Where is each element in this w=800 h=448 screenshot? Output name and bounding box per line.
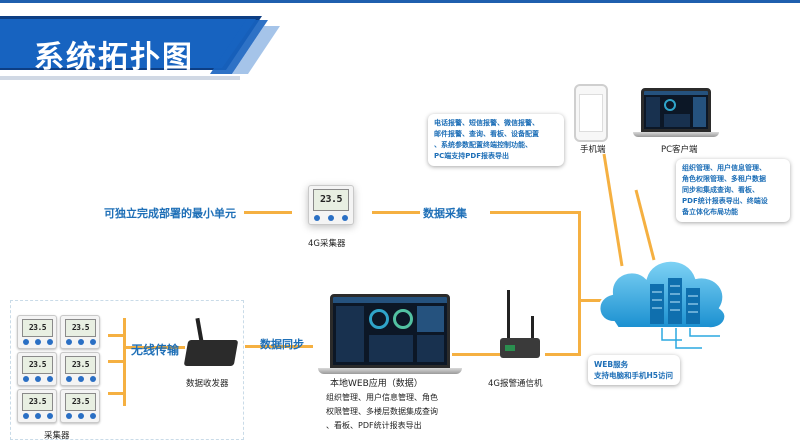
pc-client-laptop-screen	[641, 88, 711, 132]
connector-line	[452, 353, 500, 356]
deploy-unit-box	[10, 300, 244, 440]
bubble-line: PDF统计报表导出、终端设	[682, 197, 768, 205]
sensor-buttons	[23, 339, 53, 345]
independent-unit-label: 可独立完成部署的最小单元	[104, 207, 236, 220]
sensor-display: 23.5	[313, 189, 349, 211]
web-service-bubble: WEB服务 支持电脑和手机H5访问	[588, 355, 680, 385]
phone-screen	[579, 94, 603, 132]
sensor-display: 23.5	[65, 319, 96, 337]
sensor-buttons	[23, 376, 53, 382]
pc-client-laptop-base	[633, 132, 719, 137]
bracket-line	[108, 334, 126, 337]
collector-4g-device: 23.5	[308, 185, 354, 225]
data-sync-label: 数据同步	[260, 338, 304, 351]
bracket-line	[108, 392, 126, 395]
screen-panel	[644, 91, 708, 95]
sensor-buttons	[66, 413, 96, 419]
connector-line	[490, 211, 580, 214]
screen-panel	[664, 114, 690, 127]
page-title: 系统拓扑图	[34, 40, 194, 75]
bubble-line: WEB服务	[594, 360, 629, 369]
local-web-desc-line: 权限管理、多楼层数据集成查询	[326, 407, 438, 416]
screen-panel	[333, 297, 447, 303]
screen-panel	[664, 99, 676, 111]
alarm-features-bubble: 电话报警、短信报警、微信报警、 邮件报警、查询、看板、设备配置 、系统参数配置终…	[428, 114, 564, 166]
wireless-label: 无线传输	[131, 343, 180, 357]
sensor-buttons	[66, 376, 96, 382]
alarm-4g-label: 4G报警通信机	[488, 379, 543, 389]
bracket-line	[108, 360, 126, 363]
collector-device: 23.5	[17, 315, 57, 349]
local-web-desc-line: 组织管理、用户信息管理、角色	[326, 393, 438, 402]
screen-panel	[336, 306, 364, 362]
pc-client-label: PC客户端	[661, 145, 698, 155]
sensor-buttons	[66, 339, 96, 345]
bubble-line: 角色权限管理、多租户数据	[682, 175, 766, 183]
connector-diagonal	[602, 153, 656, 267]
bubble-line: 邮件报警、查询、看板、设备配置	[434, 130, 539, 138]
bubble-line: 、系统参数配置终端控制功能、	[434, 141, 532, 149]
local-web-description: 组织管理、用户信息管理、角色 权限管理、多楼层数据集成查询 、看板、PDF统计报…	[326, 391, 438, 433]
connector-line	[372, 211, 420, 214]
screen-panel	[417, 335, 444, 362]
bubble-line: 备立体化布局功能	[682, 208, 738, 216]
connector-line	[244, 211, 292, 214]
screen-panel	[646, 97, 660, 127]
collector-device: 23.5	[60, 352, 100, 386]
sensor-buttons	[314, 215, 348, 221]
title-banner	[0, 16, 280, 80]
bubble-line: PC端支持PDF报表导出	[434, 152, 509, 160]
bracket-line	[125, 346, 185, 349]
top-accent-line	[0, 0, 800, 3]
collector-device: 23.5	[17, 389, 57, 423]
sensor-display: 23.5	[65, 393, 96, 411]
screen-panel	[369, 309, 389, 329]
connector-line	[545, 353, 581, 356]
sensor-display: 23.5	[22, 319, 53, 337]
collector-device: 23.5	[60, 389, 100, 423]
alarm-gateway-device	[500, 338, 540, 358]
local-web-desc-line: 、看板、PDF统计报表导出	[326, 421, 422, 430]
phone-device	[574, 84, 608, 142]
connector-line	[245, 345, 313, 348]
sensor-buttons	[23, 413, 53, 419]
gateway-antenna	[507, 290, 510, 342]
receiver-label: 数据收发器	[186, 379, 229, 389]
local-web-label: 本地WEB应用（数据）	[330, 379, 423, 389]
collector-device: 23.5	[17, 352, 57, 386]
bubble-line: 支持电脑和手机H5访问	[594, 371, 673, 380]
screen-panel	[693, 97, 706, 127]
phone-label: 手机端	[580, 145, 606, 155]
sensor-display: 23.5	[22, 356, 53, 374]
collectors-label: 采集器	[44, 431, 70, 441]
bubble-line: 组织管理、用户信息管理、	[682, 164, 766, 172]
collector-device: 23.5	[60, 315, 100, 349]
receiver-device	[183, 340, 239, 366]
cloud-server-icon	[598, 259, 727, 349]
local-web-laptop-base	[318, 368, 462, 374]
sensor-display: 23.5	[22, 393, 53, 411]
collector-4g-label: 4G采集器	[308, 239, 346, 249]
connector-line	[578, 211, 581, 356]
org-features-bubble: 组织管理、用户信息管理、 角色权限管理、多租户数据 同步和集成查询、看板、 PD…	[676, 159, 790, 222]
connector-line	[578, 299, 618, 302]
gateway-port	[505, 345, 515, 351]
bubble-line: 电话报警、短信报警、微信报警、	[434, 119, 539, 127]
screen-panel	[369, 335, 413, 362]
screen-panel	[393, 309, 413, 329]
local-web-laptop-screen	[330, 294, 450, 368]
sensor-display: 23.5	[65, 356, 96, 374]
gateway-antenna	[531, 316, 534, 342]
bubble-line: 同步和集成查询、看板、	[682, 186, 759, 194]
screen-panel	[417, 306, 444, 332]
data-collection-label: 数据采集	[423, 207, 467, 220]
